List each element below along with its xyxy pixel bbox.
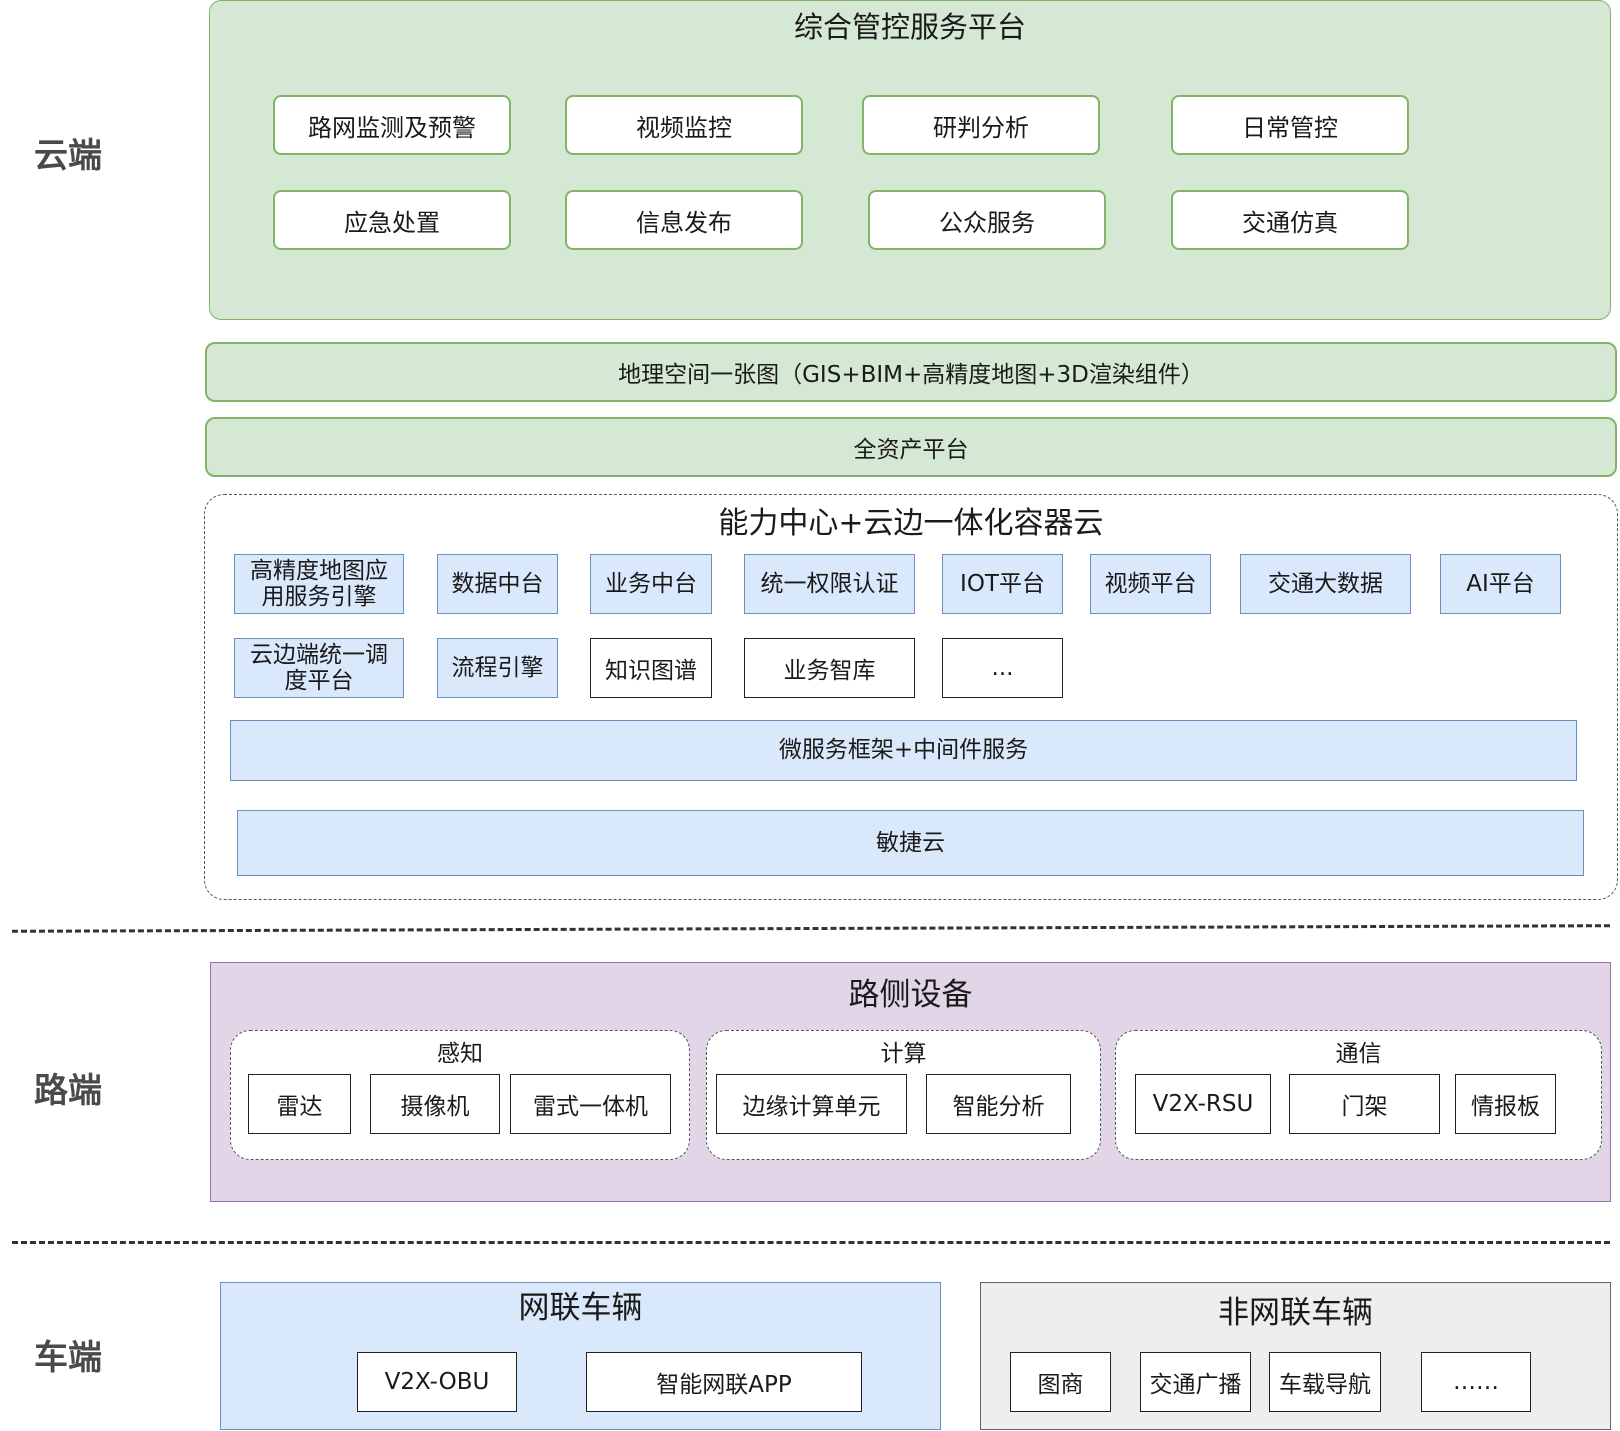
asset-platform-bar: 全资产平台 xyxy=(205,417,1617,477)
layer-separator-road-vehicle xyxy=(12,1241,1610,1244)
vehicle-map-provider: 图商 xyxy=(1010,1352,1111,1412)
vehicle-v2x-obu: V2X-OBU xyxy=(357,1352,517,1412)
microservice-bar: 微服务框架+中间件服务 xyxy=(230,720,1577,781)
capability-business-platform: 业务中台 xyxy=(590,554,712,614)
compute-group-title: 计算 xyxy=(880,1041,927,1067)
layer-label-vehicle: 车端 xyxy=(34,1338,102,1378)
capability-scheduling-platform: 云边端统一调度平台 xyxy=(234,638,404,698)
layer-label-cloud: 云端 xyxy=(34,136,102,176)
capability-hd-map-engine: 高精度地图应用服务引擎 xyxy=(234,554,404,614)
platform-item-emergency: 应急处置 xyxy=(273,190,511,250)
gis-bar: 地理空间一张图（GIS+BIM+高精度地图+3D渲染组件） xyxy=(205,342,1617,402)
non-connected-vehicles-title: 非网联车辆 xyxy=(1218,1294,1373,1331)
platform-item-public-service: 公众服务 xyxy=(868,190,1106,250)
device-v2x-rsu: V2X-RSU xyxy=(1135,1074,1271,1134)
platform-item-network-monitoring: 路网监测及预警 xyxy=(273,95,511,155)
vehicle-traffic-broadcast: 交通广播 xyxy=(1140,1352,1251,1412)
agile-cloud-bar: 敏捷云 xyxy=(237,810,1584,876)
device-radar-camera-unit: 雷式一体机 xyxy=(510,1074,671,1134)
capability-iot-platform: IOT平台 xyxy=(942,554,1063,614)
device-camera: 摄像机 xyxy=(370,1074,500,1134)
layer-label-road: 路端 xyxy=(34,1071,102,1111)
platform-item-traffic-sim: 交通仿真 xyxy=(1171,190,1409,250)
capability-business-think-tank: 业务智库 xyxy=(744,638,915,698)
platform-item-daily-control: 日常管控 xyxy=(1171,95,1409,155)
integrated-platform-panel: 综合管控服务平台 xyxy=(209,0,1611,320)
vehicle-connected-app: 智能网联APP xyxy=(586,1352,862,1412)
capability-workflow-engine: 流程引擎 xyxy=(437,638,558,698)
capability-video-platform: 视频平台 xyxy=(1090,554,1211,614)
platform-item-video-monitoring: 视频监控 xyxy=(565,95,803,155)
roadside-devices-title: 路侧设备 xyxy=(848,976,973,1013)
capability-data-platform: 数据中台 xyxy=(437,554,558,614)
capability-ai-platform: AI平台 xyxy=(1440,554,1561,614)
capability-more: ... xyxy=(942,638,1063,698)
device-info-board: 情报板 xyxy=(1455,1074,1556,1134)
platform-item-info-release: 信息发布 xyxy=(565,190,803,250)
communication-group-title: 通信 xyxy=(1335,1041,1382,1067)
platform-item-analysis: 研判分析 xyxy=(862,95,1100,155)
perception-group-title: 感知 xyxy=(437,1041,483,1067)
vehicle-navigation: 车载导航 xyxy=(1269,1352,1381,1412)
device-gantry: 门架 xyxy=(1289,1074,1440,1134)
device-edge-compute: 边缘计算单元 xyxy=(716,1074,907,1134)
layer-separator-cloud-road xyxy=(11,924,1611,933)
connected-vehicles-title: 网联车辆 xyxy=(518,1290,643,1327)
integrated-platform-title: 综合管控服务平台 xyxy=(793,10,1026,44)
capability-traffic-big-data: 交通大数据 xyxy=(1240,554,1411,614)
capability-center-title: 能力中心+云边一体化容器云 xyxy=(718,506,1104,541)
device-smart-analysis: 智能分析 xyxy=(926,1074,1071,1134)
device-radar: 雷达 xyxy=(248,1074,351,1134)
capability-knowledge-graph: 知识图谱 xyxy=(590,638,712,698)
vehicle-more: …… xyxy=(1421,1352,1531,1412)
capability-auth: 统一权限认证 xyxy=(744,554,915,614)
